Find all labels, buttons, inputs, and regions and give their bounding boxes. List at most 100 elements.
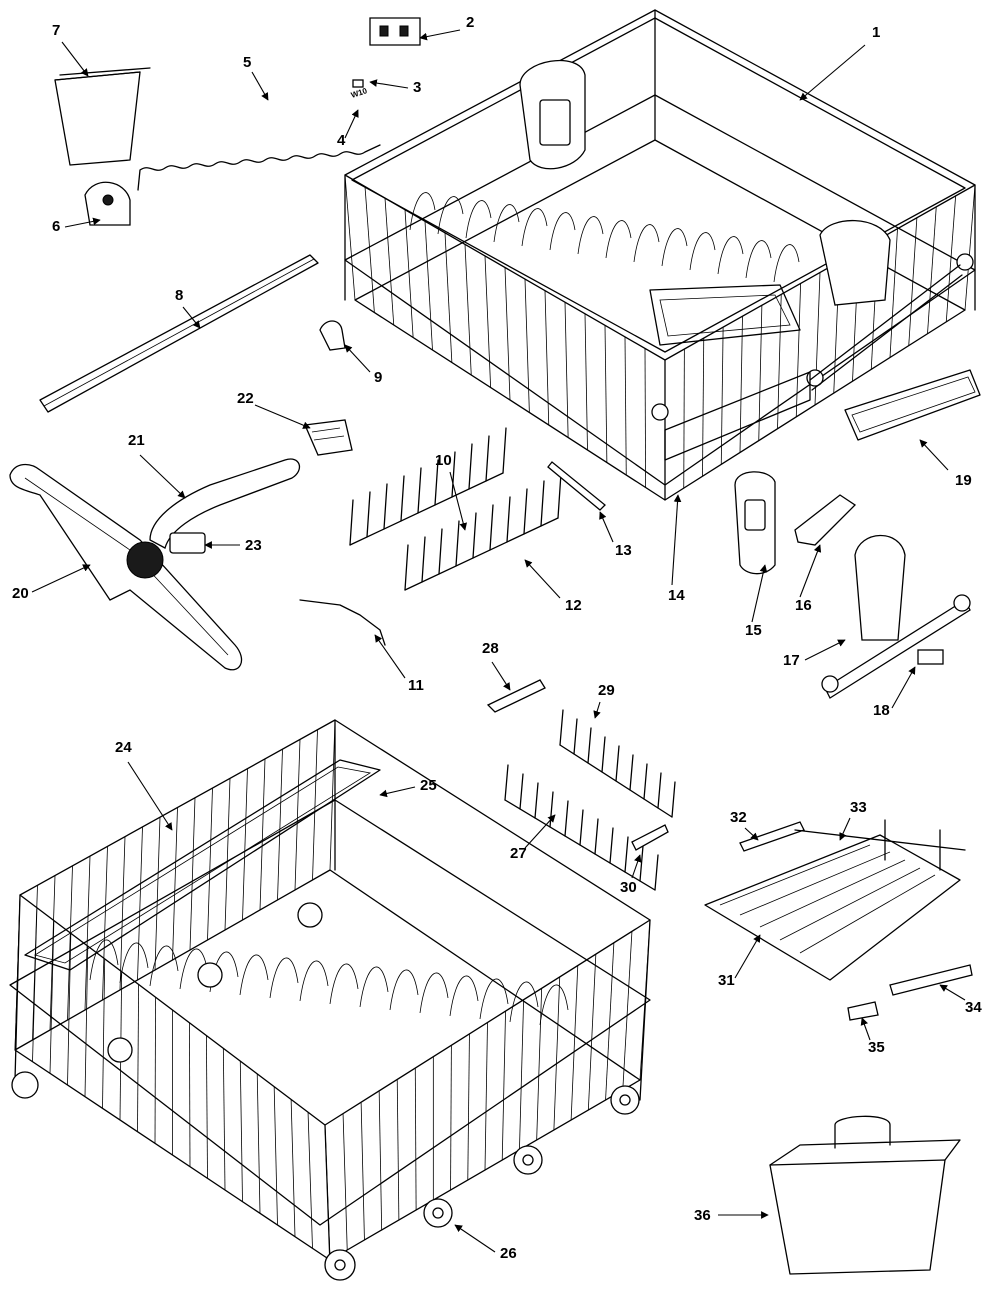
leader-line-24 — [127, 761, 173, 831]
callout-6: 6 — [52, 218, 60, 235]
callout-34: 34 — [965, 999, 982, 1016]
part-9-clip — [319, 320, 346, 351]
leader-line-7 — [61, 41, 89, 77]
upper-rack — [344, 9, 976, 501]
leader-line-5 — [251, 71, 269, 101]
callout-11: 11 — [408, 677, 424, 694]
leader-line-8 — [182, 306, 201, 329]
leader-line-31 — [734, 934, 761, 979]
callout-12: 12 — [565, 597, 582, 614]
part-8-rail — [39, 254, 319, 413]
part-19-shelf-clips — [844, 369, 981, 441]
part-17-adjuster-arm — [821, 534, 971, 699]
part-30-clip — [631, 824, 669, 851]
part-11-bar — [299, 599, 386, 646]
leader-line-27 — [524, 814, 556, 849]
callout-33: 33 — [850, 799, 867, 816]
callout-32: 32 — [730, 809, 747, 826]
callout-24: 24 — [115, 739, 132, 756]
leader-line-22 — [254, 404, 311, 429]
callout-8: 8 — [175, 287, 183, 304]
part-5-rod — [137, 144, 381, 191]
part-2-bracket — [369, 17, 421, 46]
leader-line-15 — [751, 564, 768, 623]
callout-2: 2 — [466, 14, 474, 31]
callout-20: 20 — [12, 585, 29, 602]
leader-line-25 — [379, 786, 416, 798]
part-20-spray-arm — [9, 463, 243, 671]
part-13-link — [547, 461, 606, 511]
leader-line-30 — [631, 854, 642, 879]
leader-line-16 — [799, 544, 822, 598]
callout-17: 17 — [783, 652, 800, 669]
callout-31: 31 — [718, 972, 735, 989]
leader-line-18 — [891, 666, 916, 709]
leader-line-6 — [64, 217, 101, 228]
leader-line-32 — [744, 827, 759, 841]
callout-13: 13 — [615, 542, 632, 559]
leader-line-2 — [419, 29, 461, 41]
part-21-tube — [149, 458, 301, 549]
leader-line-17 — [804, 639, 846, 661]
part-6-clip — [84, 181, 131, 226]
leader-line-19 — [919, 439, 949, 471]
part-10-tine-row — [349, 427, 507, 546]
callout-29: 29 — [598, 682, 615, 699]
part-3-pin — [352, 79, 364, 88]
callout-9: 9 — [374, 369, 382, 386]
callout-10: 10 — [435, 452, 452, 469]
callout-3: 3 — [413, 79, 421, 96]
leader-line-33 — [839, 817, 851, 841]
part-28-clip — [486, 679, 546, 713]
part-36-silverware-basket — [769, 1115, 961, 1275]
callout-18: 18 — [873, 702, 890, 719]
leader-line-21 — [139, 454, 186, 499]
leader-line-14 — [671, 494, 682, 586]
part-15-latch — [734, 471, 776, 575]
leader-line-13 — [599, 511, 614, 543]
leader-line-28 — [491, 661, 511, 691]
callout-14: 14 — [668, 587, 685, 604]
lower-rack — [9, 719, 651, 1281]
leader-line-1 — [799, 44, 866, 101]
part-22-actuator — [304, 419, 353, 456]
callout-7: 7 — [52, 22, 60, 39]
callout-28: 28 — [482, 640, 499, 657]
part-18-stop — [917, 649, 944, 665]
part-4-stamp: W10 — [350, 86, 369, 100]
part-34-clip — [889, 964, 973, 996]
leader-line-20 — [31, 564, 91, 593]
callout-15: 15 — [745, 622, 762, 639]
callout-16: 16 — [795, 597, 812, 614]
leader-line-3 — [369, 79, 409, 89]
part-7-basket — [54, 67, 151, 166]
leader-line-29 — [593, 701, 601, 719]
part-33-tines — [794, 819, 966, 871]
callout-26: 26 — [500, 1245, 517, 1262]
callout-1: 1 — [872, 24, 880, 41]
leader-line-9 — [344, 344, 371, 373]
part-12-tine-row — [404, 472, 562, 591]
callout-21: 21 — [128, 432, 145, 449]
part-29-tine-row — [559, 709, 676, 818]
callout-35: 35 — [868, 1039, 885, 1056]
callout-layer: 1234567891011121314151617181920212223242… — [12, 14, 982, 1262]
leader-line-10 — [449, 471, 467, 531]
callout-27: 27 — [510, 845, 527, 862]
leader-line-35 — [860, 1017, 871, 1041]
callout-30: 30 — [620, 879, 637, 896]
callout-36: 36 — [694, 1207, 711, 1224]
part-23-valve — [169, 532, 206, 554]
callout-25: 25 — [420, 777, 437, 794]
leader-line-4 — [344, 109, 359, 139]
callout-5: 5 — [243, 54, 251, 71]
callout-23: 23 — [245, 537, 262, 554]
leader-line-26 — [454, 1224, 496, 1253]
part-35-clip — [847, 1001, 879, 1021]
callout-4: 4 — [337, 132, 346, 149]
leader-line-12 — [524, 559, 561, 599]
part-31-fold-shelf — [704, 834, 961, 981]
part-32-clip — [739, 821, 805, 852]
part-27-tine-row — [504, 764, 659, 891]
